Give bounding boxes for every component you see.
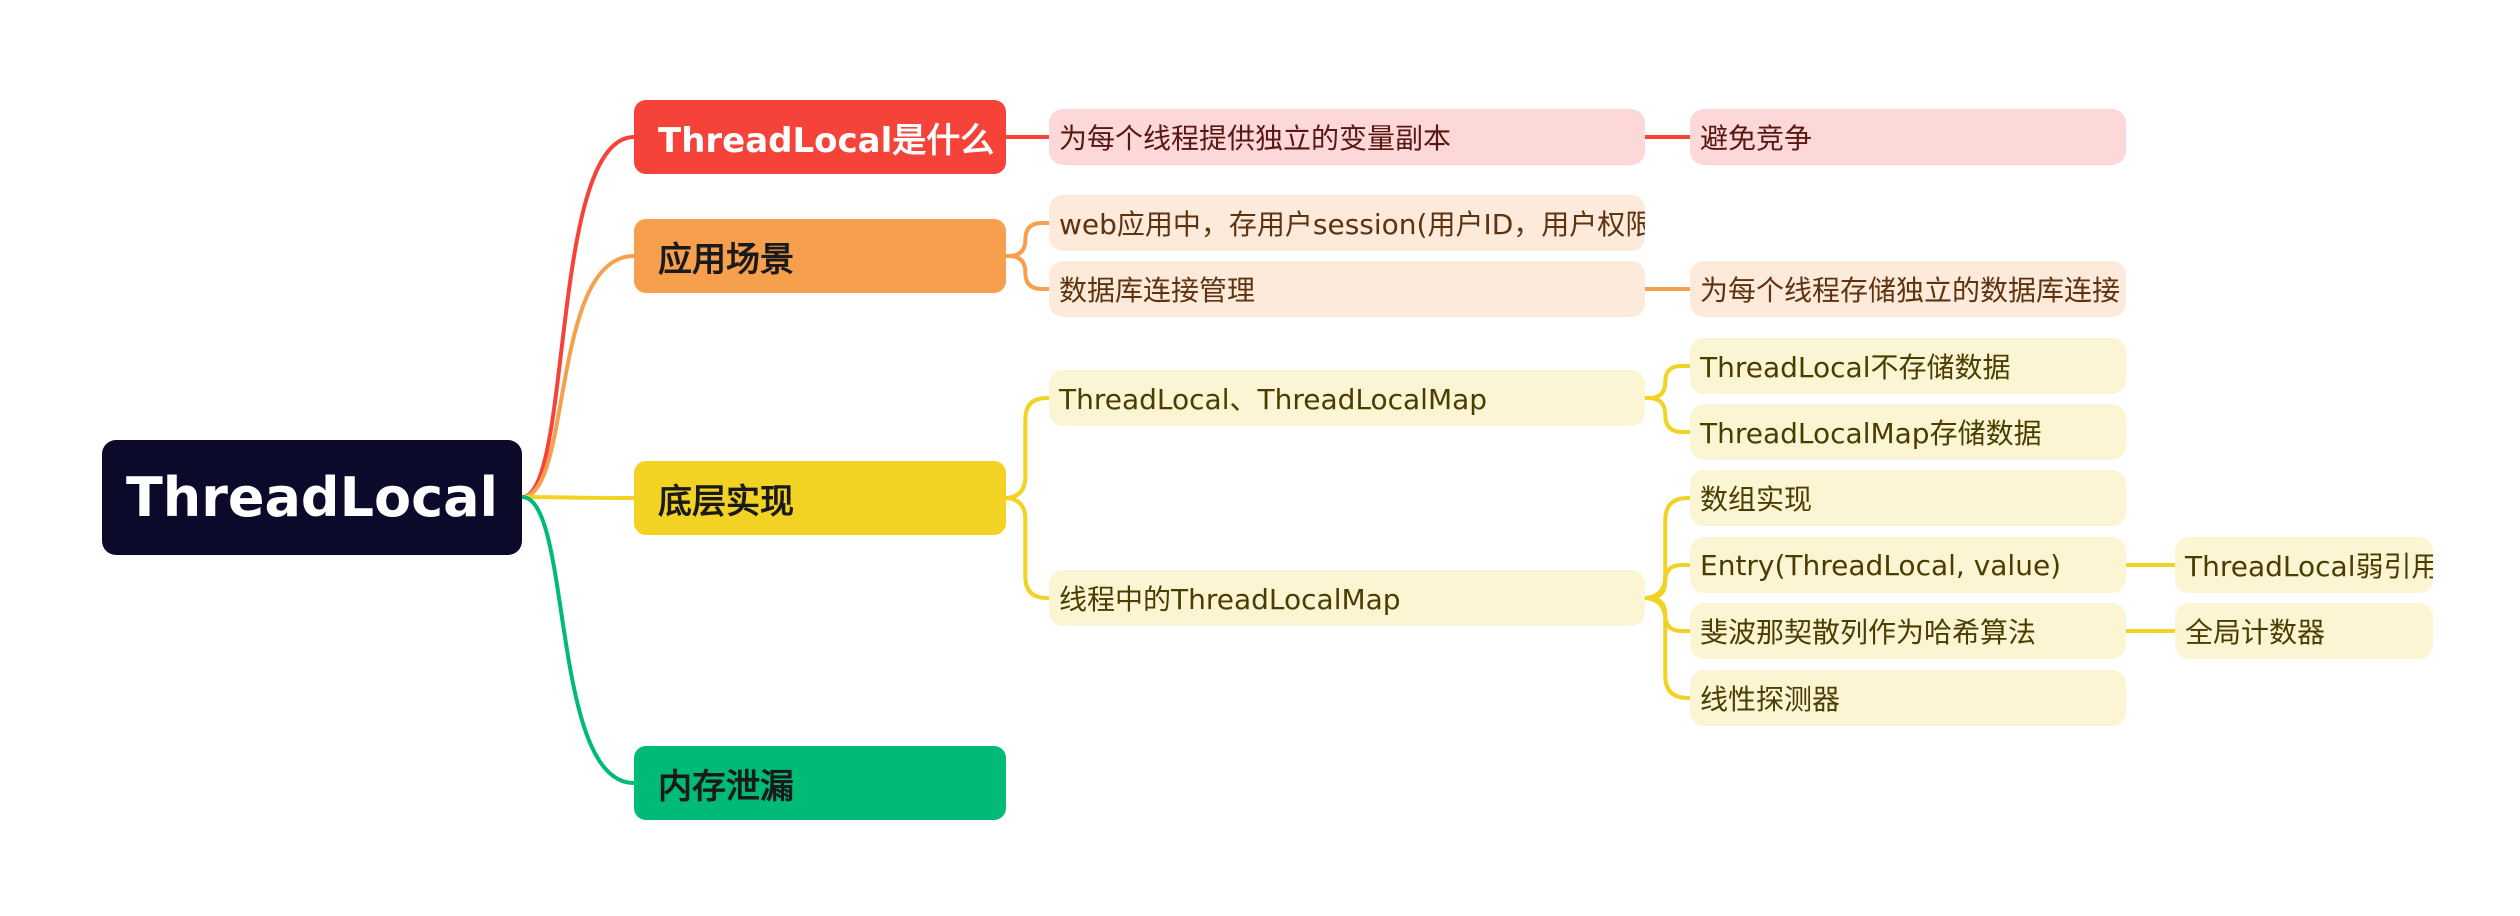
node-fibonacci-hash[interactable]: 斐波那契散列作为哈希算法	[1690, 603, 2126, 659]
node-entry[interactable]: Entry(ThreadLocal, value)	[1690, 537, 2126, 593]
link-b2c1-g1	[1643, 563, 1692, 600]
link-b1-c0	[1004, 221, 1051, 258]
link-b2-c0	[1003, 396, 1051, 500]
root-node[interactable]: ThreadLocal	[102, 440, 522, 555]
branch-use-cases[interactable]: 应用场景	[634, 219, 1006, 293]
link-b2c1-g2	[1643, 596, 1692, 633]
node-map-stores-data[interactable]: ThreadLocalMap存储数据	[1690, 404, 2126, 460]
node-independent-copy[interactable]: 为每个线程提供独立的变量副本	[1049, 109, 1645, 165]
branch-memory-leak[interactable]: 内存泄漏	[634, 746, 1006, 820]
link-root-branch-1	[520, 254, 636, 499]
link-root-branch-3	[520, 495, 636, 785]
link-root-branch-0	[520, 135, 636, 499]
node-no-data-stored[interactable]: ThreadLocal不存储数据	[1690, 338, 2126, 394]
node-threadlocal-map[interactable]: ThreadLocal、ThreadLocalMap	[1049, 370, 1645, 426]
node-array-impl[interactable]: 数组实现	[1690, 470, 2126, 526]
branch-what-is-threadlocal[interactable]: ThreadLocal是什么	[634, 100, 1006, 174]
node-linear-probe[interactable]: 线性探测器	[1690, 670, 2126, 726]
link-b2-c1	[1003, 496, 1051, 600]
node-db-per-thread[interactable]: 为每个线程存储独立的数据库连接	[1690, 261, 2126, 317]
branch-implementation[interactable]: 底层实现	[634, 461, 1006, 535]
link-b2c0-g0	[1643, 364, 1692, 400]
node-thread-map[interactable]: 线程中的ThreadLocalMap	[1049, 570, 1645, 626]
link-b2c0-g1	[1643, 396, 1692, 434]
node-avoid-race[interactable]: 避免竞争	[1690, 109, 2126, 165]
link-b1-c1	[1004, 254, 1051, 291]
node-weak-reference[interactable]: ThreadLocal弱引用	[2175, 537, 2433, 593]
node-global-counter[interactable]: 全局计数器	[2175, 603, 2433, 659]
link-b2c1-g3	[1642, 596, 1692, 700]
link-root-branch-2	[520, 495, 636, 500]
node-db-connection[interactable]: 数据库连接管理	[1049, 261, 1645, 317]
node-web-session[interactable]: web应用中，存用户session(用户ID，用户权限)	[1049, 195, 1645, 251]
